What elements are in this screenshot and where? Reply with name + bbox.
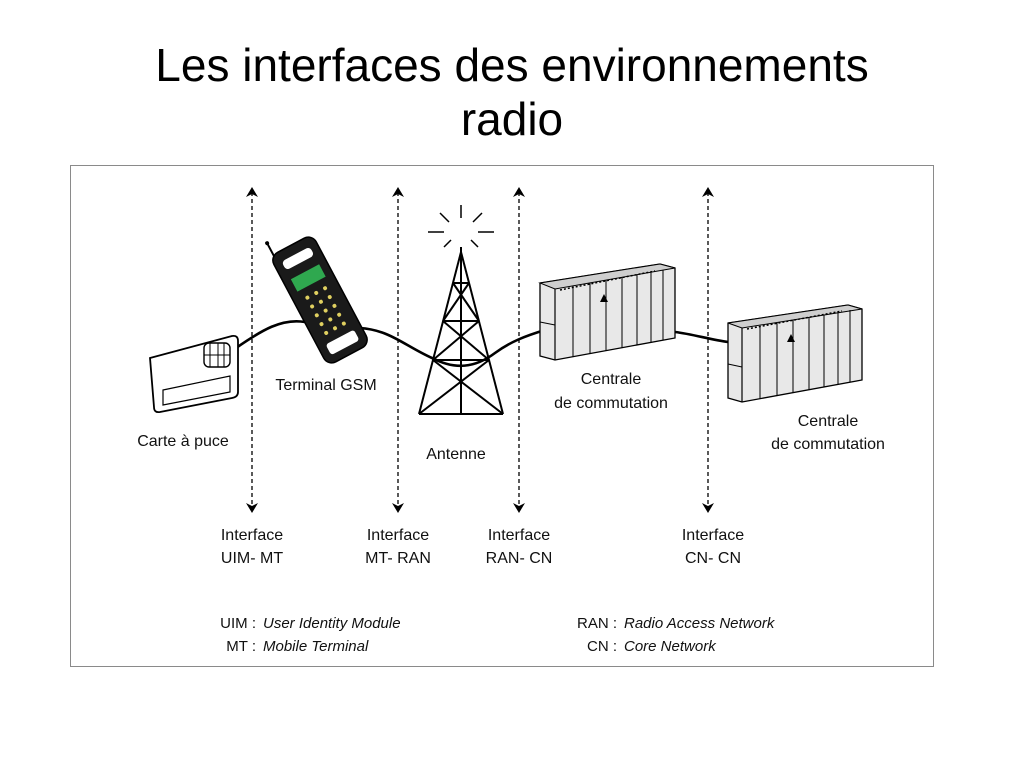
interface-ran-cn-label-line1: Interface — [488, 527, 550, 544]
interface-uim-mt-label-line1: Interface — [221, 527, 283, 544]
gsm-terminal-label: Terminal GSM — [275, 377, 376, 394]
legend-ran-abbr: RAN : — [577, 615, 617, 632]
interface-uim-mt-label-line2: UIM- MT — [221, 550, 283, 567]
switch1-label-line1: Centrale — [581, 371, 642, 388]
legend-mt-abbr: MT : — [226, 638, 256, 655]
legend: UIM : User Identity Module MT : Mobile T… — [220, 615, 776, 655]
mobile-phone-icon — [265, 236, 368, 364]
legend-cn-abbr: CN : — [587, 638, 617, 655]
interface-mt-ran-label-line2: MT- RAN — [365, 550, 431, 567]
legend-uim-full: User Identity Module — [263, 615, 401, 632]
legend-ran-full: Radio Access Network — [624, 615, 776, 632]
switch2-label-line2: de commutation — [771, 436, 885, 453]
legend-cn-full: Core Network — [624, 638, 717, 655]
radio-signal-icon — [428, 205, 494, 248]
legend-mt-full: Mobile Terminal — [263, 638, 369, 655]
interface-cn-cn-label-line1: Interface — [682, 527, 744, 544]
smart-card-label: Carte à puce — [137, 433, 229, 450]
interface-mt-ran-label-line1: Interface — [367, 527, 429, 544]
interface-cn-cn-label-line2: CN- CN — [685, 550, 741, 567]
interface-ran-cn-label-line2: RAN- CN — [486, 550, 553, 567]
diagram-frame — [70, 165, 934, 667]
switch2-label-line1: Centrale — [798, 413, 859, 430]
antenna-label: Antenne — [426, 446, 486, 463]
slide-title-line2: radio — [460, 93, 564, 145]
interface-lines — [246, 187, 714, 513]
antenna-tower-icon — [418, 247, 504, 415]
slide-title: Les interfaces des environnements radio — [0, 38, 1024, 146]
switching-center-icon-2 — [727, 304, 863, 403]
switching-center-icon-1 — [538, 263, 676, 361]
legend-uim-abbr: UIM : — [220, 615, 256, 632]
smart-card-icon — [149, 334, 239, 414]
switch1-label-line2: de commutation — [554, 395, 668, 412]
slide-title-line1: Les interfaces des environnements — [155, 39, 869, 91]
